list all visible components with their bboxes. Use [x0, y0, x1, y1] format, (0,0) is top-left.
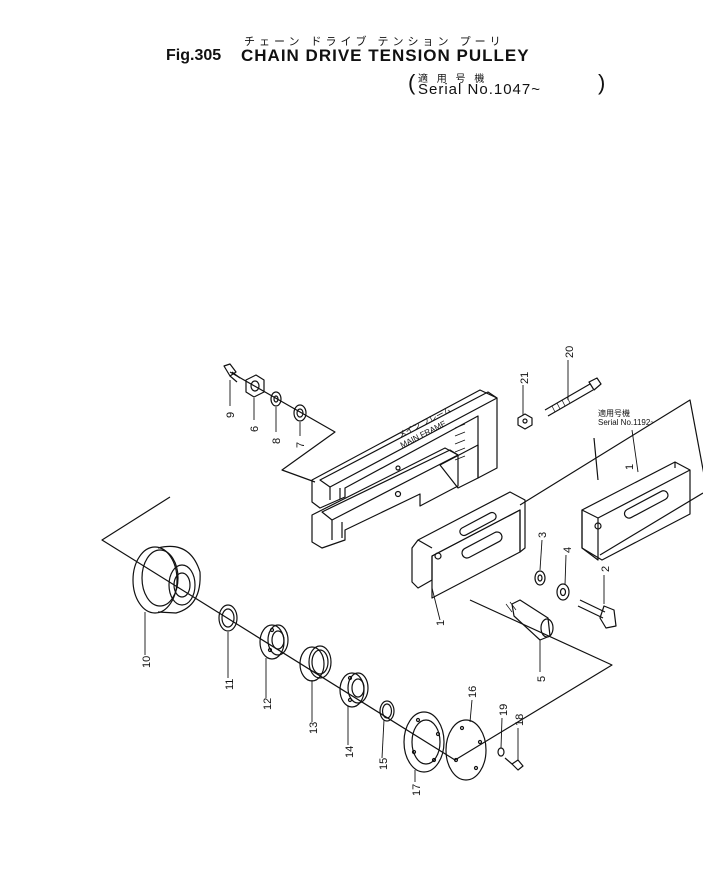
part-label-6: 6	[249, 426, 261, 432]
alt-serial-callout: 適用号機 Serial No.1192~	[598, 408, 655, 427]
washer-8	[270, 391, 282, 407]
bolt-20	[544, 377, 602, 417]
figure-number: Fig.305	[166, 47, 222, 64]
bearing-12	[259, 624, 289, 660]
part-label-2: 2	[600, 566, 612, 572]
bolt-2	[577, 599, 617, 629]
part-label-16: 16	[467, 686, 479, 698]
leader-lines	[144, 360, 639, 782]
part-label-1-alt: 1	[624, 464, 636, 470]
snap-ring-15	[379, 700, 395, 722]
part-label-5: 5	[536, 676, 548, 682]
part-label-15: 15	[378, 758, 390, 770]
bearing-14	[339, 672, 369, 708]
washer-4	[556, 583, 570, 601]
part-label-12: 12	[262, 698, 274, 710]
part-label-13: 13	[308, 722, 320, 734]
bracket-plate-front	[411, 491, 526, 599]
part-label-11: 11	[224, 679, 236, 690]
part-label-18: 18	[514, 714, 526, 726]
main-frame-callout: メイン フレーム MAIN FRAME	[397, 405, 453, 449]
washer-7	[293, 404, 307, 422]
open-paren: (	[408, 70, 416, 95]
washer-19	[497, 747, 505, 757]
part-labels: 1 1 2 3 4 5 6 7 8 9 10 11 12 13 14 15 16…	[141, 346, 636, 796]
part-label-17: 17	[411, 784, 423, 796]
upper-group-bracket	[229, 371, 336, 483]
bolt-18	[504, 757, 524, 771]
part-label-7: 7	[295, 442, 307, 448]
alt-serial-label-jp: 適用号機	[598, 408, 630, 418]
main-frame	[311, 389, 498, 549]
spacer-13	[299, 645, 332, 682]
shaft-5	[505, 599, 554, 641]
part-label-19: 19	[498, 704, 510, 716]
part-label-20: 20	[564, 346, 576, 358]
bracket-plate-alt	[581, 461, 691, 561]
nut-6	[245, 374, 265, 398]
part-label-4: 4	[562, 547, 574, 553]
pulley-10	[132, 545, 201, 614]
close-paren: )	[598, 70, 606, 95]
cover-16	[445, 719, 487, 781]
part-label-10: 10	[141, 656, 153, 668]
part-label-14: 14	[344, 746, 356, 758]
washer-3	[534, 570, 546, 586]
part-label-1: 1	[435, 620, 447, 626]
serial-label: Serial No.1047~	[418, 81, 541, 98]
serial-label-jp: 適 用 号 機	[418, 74, 488, 85]
grease-fitting-9	[223, 363, 241, 383]
pulley-group-bracket	[101, 496, 613, 761]
snap-ring-11	[218, 604, 238, 632]
nut-21	[517, 413, 533, 430]
alt-bracket-frame	[519, 399, 703, 556]
gasket-17	[403, 711, 445, 773]
diagram-title: CHAIN DRIVE TENSION PULLEY	[241, 46, 530, 65]
part-label-9: 9	[225, 412, 237, 418]
alt-serial-label: Serial No.1192~	[598, 418, 655, 427]
part-label-8: 8	[271, 438, 283, 444]
title-kana: チェーン ドライブ テンション プーリ	[244, 36, 505, 48]
part-label-3: 3	[537, 532, 549, 538]
part-label-21: 21	[519, 372, 531, 384]
